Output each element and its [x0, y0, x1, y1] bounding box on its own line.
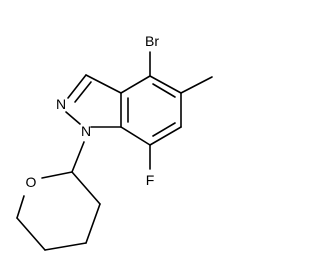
fluorine-label: F: [146, 172, 155, 188]
bond-c3a-c4: [120, 75, 151, 94]
nitrogen-n1-label: N: [81, 123, 91, 139]
bond-c3-n2-inner: [74, 81, 92, 103]
bond-n1-c2thp: [71, 141, 85, 173]
bond-n2-n1: [65, 111, 81, 125]
bond-thp-c4-c5: [44, 242, 87, 251]
bond-c4-c5-inner: [152, 83, 176, 98]
bond-thp-c5-c6: [16, 217, 46, 251]
bond-c3-n2: [67, 74, 87, 99]
bromine-label: Br: [145, 33, 159, 49]
bond-thp-o-c2: [41, 171, 73, 179]
bond-c3a-c3: [85, 74, 122, 94]
bond-thp-c2-c3: [71, 171, 101, 205]
bond-c5-methyl: [180, 76, 213, 94]
bond-c6-c7: [149, 126, 182, 146]
bond-c4-c5: [149, 75, 182, 94]
bond-c7-c7a: [120, 126, 151, 146]
molecule-structure: Br F N N O: [16, 33, 213, 251]
nitrogen-n2-label: N: [56, 96, 66, 112]
bond-c6-c7-inner: [152, 122, 176, 137]
bond-thp-c6-o: [16, 195, 25, 219]
bond-thp-c3-c4: [85, 203, 101, 244]
oxygen-label: O: [26, 174, 37, 190]
